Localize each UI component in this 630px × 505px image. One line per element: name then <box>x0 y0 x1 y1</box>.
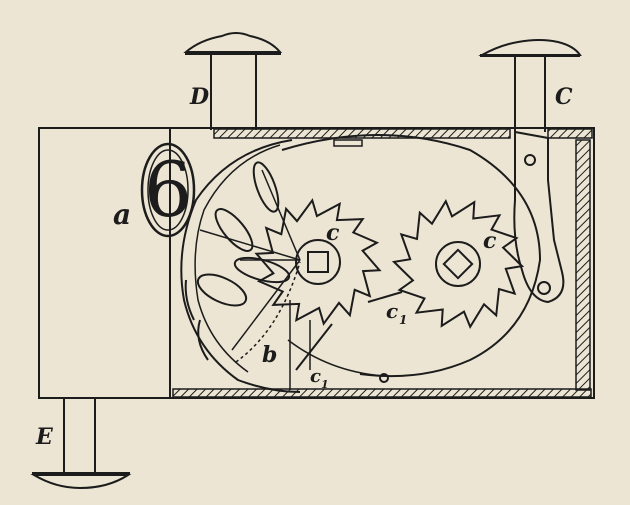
label-c-left: c <box>326 220 340 246</box>
digit-window: 6 <box>140 142 196 238</box>
label-b: b <box>262 342 277 368</box>
knob-e <box>30 398 132 490</box>
label-c1-mid-sub: 1 <box>399 313 407 327</box>
lever-pin <box>537 281 551 295</box>
label-c-right: c <box>483 228 497 254</box>
lever-arm <box>513 130 565 304</box>
lever-pivot <box>524 154 536 166</box>
digit-wheel <box>180 139 301 393</box>
label-c1-low: c <box>310 366 321 387</box>
label-e: E <box>35 424 54 450</box>
housing-frame <box>38 127 595 399</box>
label-a: a <box>113 198 131 231</box>
label-d: D <box>189 84 209 110</box>
label-c: C <box>555 84 573 110</box>
digit-display: 6 <box>144 145 192 234</box>
pawl-c1-low <box>295 323 333 371</box>
small-pin <box>379 373 389 383</box>
knob-d <box>183 32 283 130</box>
label-c1-mid: c <box>386 299 398 323</box>
sweep-arc <box>281 134 542 378</box>
ratchet-wheel-left <box>254 198 382 326</box>
lower-arc <box>287 339 385 377</box>
pawl-c1-mid <box>367 291 403 303</box>
ratchet-wheel-right <box>391 198 525 330</box>
knob-c <box>478 39 582 132</box>
label-c1-low-sub: 1 <box>321 378 329 391</box>
